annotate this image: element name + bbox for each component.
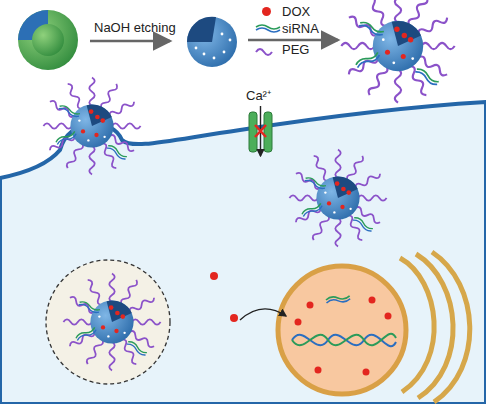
dna-helix — [292, 334, 396, 346]
solid-sphere — [18, 10, 78, 70]
release-arrow — [240, 309, 286, 320]
legend-sample — [256, 49, 272, 55]
text-label: Ca²⁺ — [246, 88, 271, 103]
nanoparticle — [289, 149, 386, 246]
nanoparticle — [63, 273, 160, 370]
nucleus — [278, 266, 406, 394]
legend-text: DOX — [282, 4, 310, 19]
endosome — [46, 260, 170, 384]
text-label: NaOH etching — [94, 20, 176, 35]
legend-text: siRNA — [282, 21, 319, 36]
process-arrow — [248, 39, 338, 42]
legend-swatch — [262, 7, 271, 16]
calcium-channel — [249, 106, 272, 156]
process-arrow — [90, 40, 170, 43]
nanoparticle — [43, 77, 140, 174]
nanoparticle — [341, 0, 454, 103]
cell-membrane — [0, 102, 486, 404]
dox-molecules — [210, 272, 392, 376]
legend-text: PEG — [282, 42, 309, 57]
legend-sample — [256, 25, 280, 32]
endoplasmic-reticulum — [400, 252, 470, 402]
hollow-sphere — [187, 17, 237, 67]
